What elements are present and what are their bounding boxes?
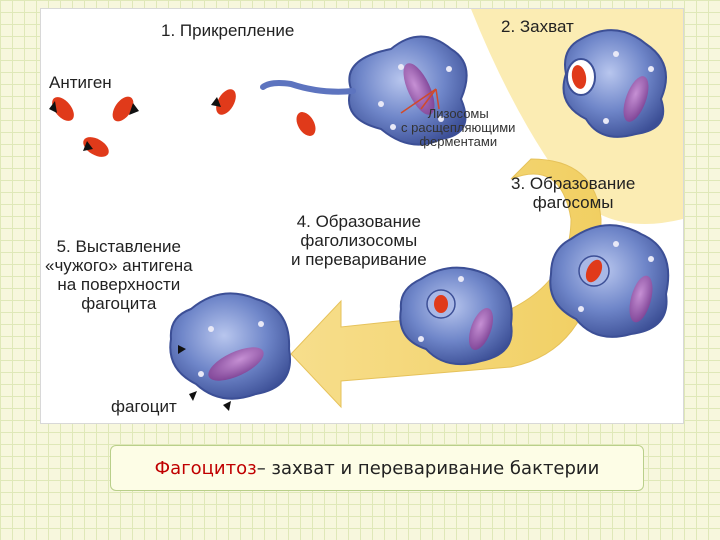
phagocytosis-diagram: 1. Прикрепление 2. Захват Антиген Лизосо…	[40, 8, 684, 424]
label-step-3: 3. Образование фагосомы	[511, 174, 635, 212]
caption-box: Фагоцитоз – захват и переваривание бакте…	[110, 445, 644, 491]
label-step-1: 1. Прикрепление	[161, 21, 294, 40]
caption-term: Фагоцитоз	[155, 458, 257, 479]
label-antigen: Антиген	[49, 73, 112, 92]
label-step-5: 5. Выставление «чужого» антигена на пове…	[45, 237, 193, 313]
caption-text: – захват и переваривание бактерии	[257, 458, 600, 479]
label-step-2: 2. Захват	[501, 17, 574, 36]
label-phagocyte: фагоцит	[111, 397, 177, 416]
label-step-4: 4. Образование фаголизосомы и переварива…	[291, 212, 427, 269]
label-lysosomes: Лизосомы с расщепляющими ферментами	[401, 107, 515, 149]
